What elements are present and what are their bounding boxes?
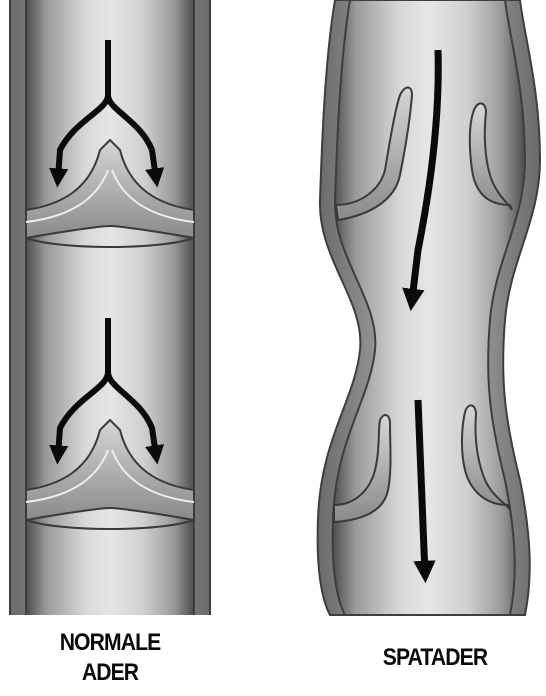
normal-vein-label-line1: NORMALE: [26, 628, 193, 658]
normal-vein-label-line2: ADER: [26, 658, 193, 688]
normal-vein-label: NORMALE ADER: [26, 628, 193, 688]
varicose-vein: [318, 0, 540, 615]
varicose-vein-label-line1: SPATADER: [356, 643, 514, 673]
normal-vein: [10, 0, 210, 615]
varicose-vein-label: SPATADER: [356, 643, 514, 673]
